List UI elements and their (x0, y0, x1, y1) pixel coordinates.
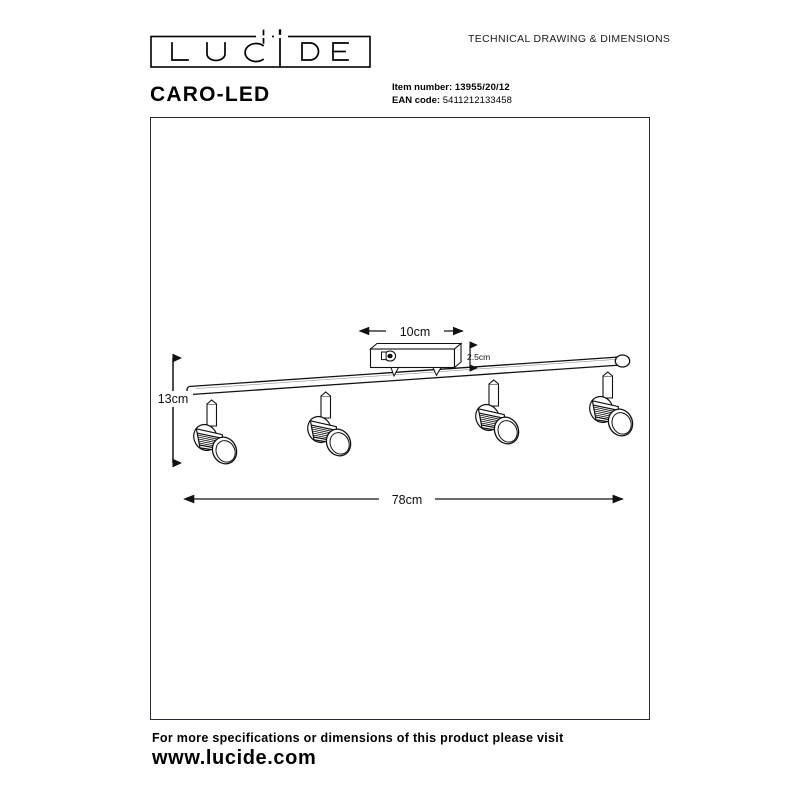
item-number-row: Item number: 13955/20/12 (392, 81, 512, 94)
dimension-width-label: 78cm (392, 493, 423, 507)
spotlight-2 (302, 391, 356, 461)
ceiling-mount-plate (368, 342, 463, 378)
product-meta: Item number: 13955/20/12 EAN code: 54112… (392, 81, 512, 107)
dimension-width: 78cm (183, 490, 624, 507)
footer-text: For more specifications or dimensions of… (152, 731, 564, 745)
ean-code-row: EAN code: 5411212133458 (392, 94, 512, 107)
footer: For more specifications or dimensions of… (152, 731, 672, 770)
dimension-plate-width: 10cm (358, 322, 464, 339)
footer-website: www.lucide.com (152, 747, 317, 769)
light-bar (186, 354, 631, 396)
dimension-plate-width-label: 10cm (400, 325, 431, 339)
dimension-plate-depth: 2.5cm (467, 341, 490, 372)
dimension-height-label: 13cm (158, 392, 189, 406)
spotlight-3 (470, 379, 524, 449)
lucide-logo-mark (150, 29, 371, 68)
lucide-logo (150, 29, 371, 68)
ean-code-value: 5411212133458 (442, 95, 512, 106)
page-title: CARO-LED (150, 83, 271, 106)
item-number-value: 13955/20/12 (454, 82, 510, 93)
tagline: TECHNICAL DRAWING & DIMENSIONS (468, 33, 671, 45)
technical-drawing: 13cm 78cm 10cm 2.5cm (153, 322, 638, 507)
ean-code-label: EAN code: (392, 95, 441, 106)
technical-drawing-frame: 13cm 78cm 10cm 2.5cm (150, 117, 650, 720)
spotlight-4 (584, 371, 638, 441)
spotlight-1 (188, 399, 242, 469)
item-number-label: Item number: (392, 82, 453, 93)
dimension-height: 13cm (153, 353, 193, 468)
dimension-plate-depth-label: 2.5cm (467, 352, 490, 362)
